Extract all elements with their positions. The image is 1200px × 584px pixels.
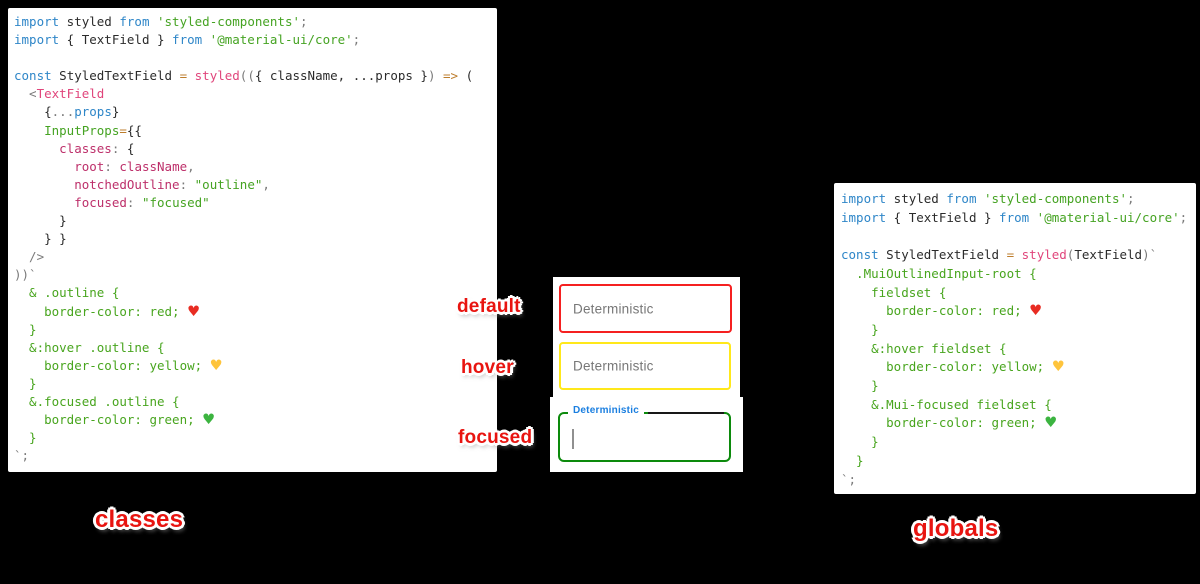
code-line: border-color: yellow; ♥: [841, 359, 1065, 376]
red-heart-icon: ♥: [1029, 303, 1043, 320]
notched-outline-rule: [648, 411, 724, 414]
code-line: fieldset {: [841, 284, 947, 300]
code-line: `;: [841, 471, 857, 487]
code-line: ))`: [14, 267, 37, 283]
yellow-heart-icon: ♥: [1051, 359, 1065, 376]
code-line: }: [841, 452, 864, 468]
code-line: import styled from 'styled-components';: [841, 191, 1135, 206]
code-line: const StyledTextField = styled(({ classN…: [14, 68, 474, 84]
code-line: classes: {: [59, 140, 135, 156]
code-line: root: className,: [74, 158, 195, 174]
code-line: } }: [14, 231, 67, 247]
code-line: <TextField: [14, 86, 105, 102]
code-line: .MuiOutlinedInput-root {: [841, 265, 1037, 281]
code-line: }: [14, 430, 37, 446]
code-snippet-globals: import styled from 'styled-components'; i…: [834, 183, 1196, 494]
annotation-hover: hover: [461, 357, 514, 378]
yellow-heart-icon: ♥: [209, 357, 223, 374]
code-line: & .outline {: [14, 285, 120, 301]
textfield-hover[interactable]: Deterministic: [559, 342, 731, 390]
textfield-default[interactable]: Deterministic: [559, 284, 732, 333]
code-line: import { TextField } from '@material-ui/…: [14, 32, 361, 48]
code-line: }: [14, 321, 37, 337]
code-line: `;: [14, 448, 30, 464]
code-line: [841, 227, 1196, 246]
annotation-classes: classes: [95, 506, 184, 533]
code-line: }: [841, 321, 879, 337]
code-line: }: [14, 375, 37, 391]
code-line: focused: "focused": [74, 194, 210, 210]
code-line: InputProps={{: [14, 122, 142, 138]
code-line: />: [14, 249, 45, 265]
code-line: &:hover fieldset {: [841, 340, 1007, 356]
code-line: import { TextField } from '@material-ui/…: [841, 209, 1188, 225]
code-snippet-classes: import styled from 'styled-components'; i…: [8, 8, 497, 472]
red-heart-icon: ♥: [187, 303, 201, 320]
textfield-focused[interactable]: Deterministic: [558, 405, 731, 462]
code-line: [14, 49, 497, 67]
code-line: }: [841, 378, 879, 394]
code-line: &.focused .outline {: [14, 393, 180, 409]
textfield-default-placeholder: Deterministic: [573, 301, 654, 316]
code-line: }: [841, 434, 879, 450]
text-caret: [572, 429, 574, 449]
green-heart-icon: ♥: [202, 412, 216, 429]
annotation-globals: globals: [913, 515, 999, 542]
code-line: &.Mui-focused fieldset {: [841, 396, 1052, 412]
code-line: border-color: red; ♥: [841, 303, 1043, 320]
code-line: }: [14, 213, 67, 229]
code-line: border-color: yellow; ♥: [14, 357, 223, 374]
code-line: border-color: green; ♥: [14, 412, 216, 429]
code-line: import styled from 'styled-components';: [14, 14, 308, 29]
annotation-default: default: [457, 296, 521, 317]
code-line: {...props}: [14, 104, 120, 120]
annotation-focused: focused: [458, 427, 533, 448]
green-heart-icon: ♥: [1044, 415, 1058, 432]
code-line: const StyledTextField = styled(TextField…: [841, 247, 1158, 263]
code-line: &:hover .outline {: [14, 339, 165, 355]
code-line: border-color: red; ♥: [14, 303, 201, 320]
code-line: notchedOutline: "outline",: [74, 176, 270, 192]
textfield-hover-placeholder: Deterministic: [573, 358, 654, 374]
textfield-focused-label: Deterministic: [568, 405, 644, 416]
code-line: border-color: green; ♥: [841, 415, 1058, 432]
